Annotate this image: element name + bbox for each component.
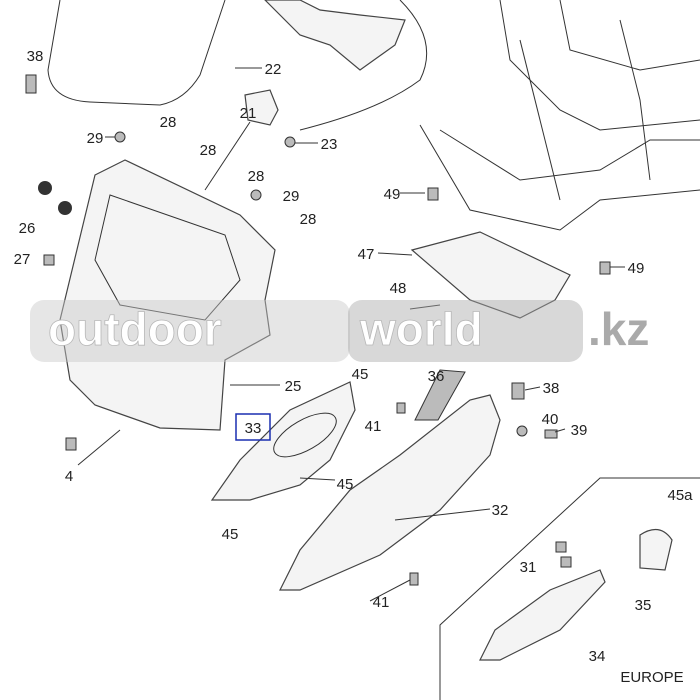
callout: 36 (428, 368, 445, 385)
callout: 28 (300, 211, 317, 228)
callout: 32 (492, 502, 509, 519)
callout: 49 (384, 186, 401, 203)
callout: 40 (542, 411, 559, 428)
callout: 45a (667, 487, 693, 504)
reflector (414, 369, 466, 421)
watermark-text-outdoor: outdoor (48, 303, 222, 355)
callout: 28 (160, 114, 177, 131)
callout: 22 (265, 61, 282, 78)
callout: 23 (321, 136, 338, 153)
front-housing (59, 159, 276, 431)
upper-bracket (264, 0, 406, 71)
callout: 4 (65, 468, 73, 485)
side-panel-left (210, 381, 356, 501)
callout: 34 (589, 648, 606, 665)
callout: 28 (200, 142, 217, 159)
callout-highlighted: 33 (245, 420, 262, 437)
side-panel-right (279, 394, 501, 591)
callout: 28 (248, 168, 265, 185)
callout-labels: 38 22 21 23 28 29 28 28 29 28 26 27 49 4… (14, 48, 694, 665)
watermark: outdoor world .kz (30, 300, 649, 362)
inset-label-europe: EUROPE (620, 669, 683, 686)
callout: 25 (285, 378, 302, 395)
callout: 31 (520, 559, 537, 576)
highlight-box (235, 413, 271, 441)
callout: 41 (373, 594, 390, 611)
callout: 48 (390, 280, 407, 297)
cable (299, 0, 428, 131)
callout: 38 (27, 48, 44, 65)
light-opening (273, 412, 337, 458)
callout: 35 (635, 597, 652, 614)
callout: 47 (358, 246, 375, 263)
callout: 38 (543, 380, 560, 397)
callout: 21 (240, 105, 257, 122)
callout: 45 (352, 366, 369, 383)
callout: 41 (365, 418, 382, 435)
callout: 49 (628, 260, 645, 277)
frame (419, 0, 700, 231)
callout: 29 (283, 188, 300, 205)
europe-inset: EUROPE (439, 477, 700, 700)
callout: 29 (87, 130, 104, 147)
watermark-text-world: world (359, 303, 483, 355)
skid-plate (410, 231, 571, 319)
fasteners (25, 74, 611, 586)
callout: 26 (19, 220, 36, 237)
seal-ring (47, 0, 226, 106)
callout: 27 (14, 251, 31, 268)
housing-opening (94, 194, 241, 321)
watermark-text-kz: .kz (588, 303, 649, 355)
bracket (244, 89, 279, 126)
leader-lines (77, 67, 625, 602)
callout: 45 (222, 526, 239, 543)
callout: 39 (571, 422, 588, 439)
callout: 45 (337, 476, 354, 493)
